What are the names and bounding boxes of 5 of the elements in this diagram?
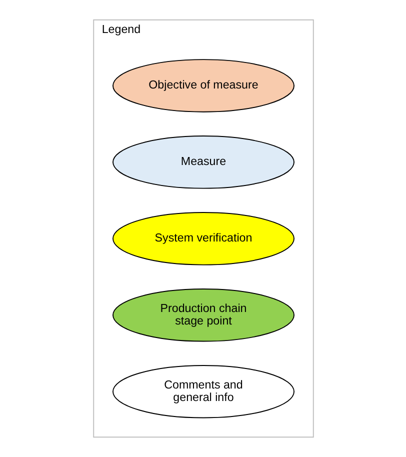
node-ellipse: Objective of measure [112, 59, 294, 112]
node-ellipse: Measure [112, 136, 294, 189]
node-ellipse: Production chain stage point [112, 288, 294, 342]
node-ellipse: System verification [112, 212, 294, 266]
node-ellipse: Comments and general info [112, 365, 294, 418]
